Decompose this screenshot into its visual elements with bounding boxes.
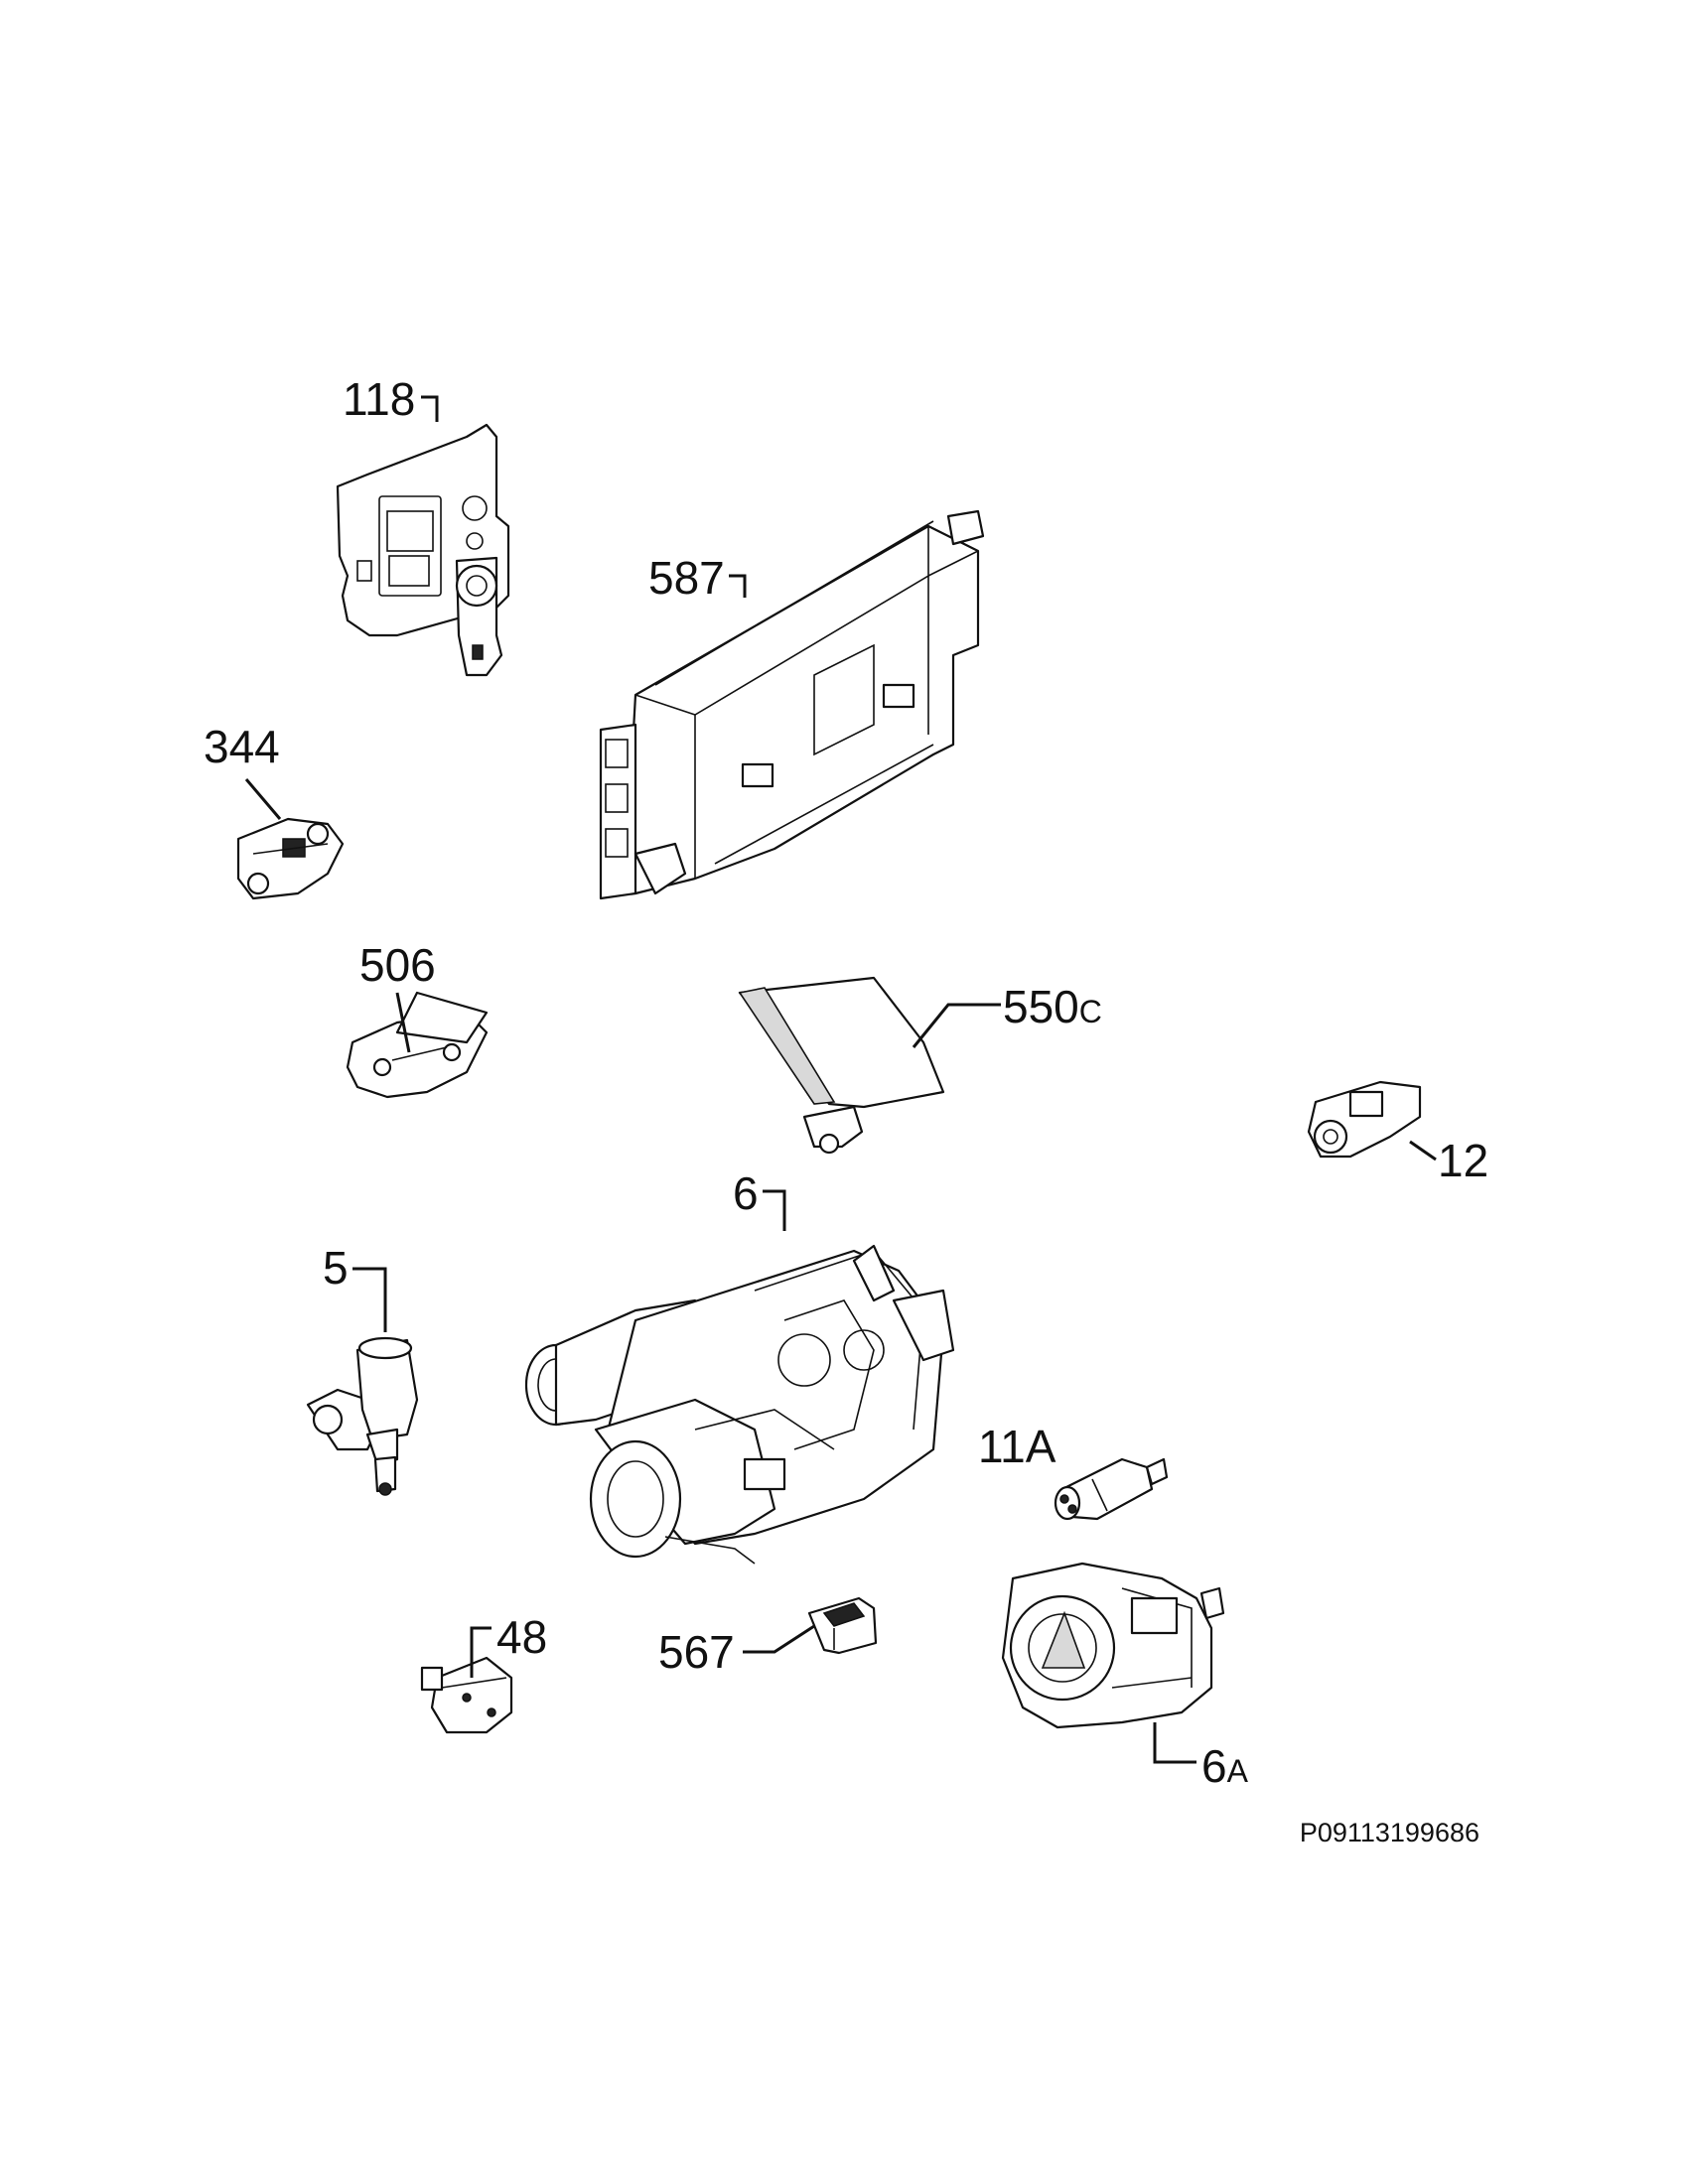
label-587-text: 587 [648,552,725,604]
part-5-valve[interactable] [306,1336,419,1496]
part-6a-drain-pump[interactable] [1001,1562,1225,1729]
part-587-electronic-module[interactable] [599,509,985,900]
label-550c-text: 550C [1003,981,1102,1032]
label-550c: 550C [912,981,1102,1048]
part-118-control-panel[interactable] [336,423,510,677]
label-567: 567 [658,1624,815,1678]
label-11a: 11A [978,1421,1056,1472]
label-587: 587 [648,552,747,604]
label-48: 48 [470,1611,547,1678]
part-344-sensor[interactable] [236,817,345,900]
label-5-text: 5 [323,1242,349,1294]
label-344: 344 [204,721,282,820]
label-6a-text: 6A [1201,1740,1249,1792]
label-506: 506 [359,939,436,1053]
label-6a-main: 6 [1201,1740,1227,1792]
part-506-holder[interactable] [346,991,489,1099]
part-567-block[interactable] [807,1596,878,1655]
label-6a-suffix: A [1227,1753,1249,1789]
label-12: 12 [1409,1135,1488,1186]
label-550c-suffix: C [1079,994,1102,1029]
label-6: 6 [733,1167,786,1231]
part-550c-cover[interactable] [738,976,945,1155]
label-567-text: 567 [658,1626,735,1678]
label-506-text: 506 [359,939,436,991]
label-118: 118 [343,373,439,425]
part-48-switch[interactable] [420,1656,513,1734]
part-12-connector[interactable] [1307,1080,1422,1159]
label-6-text: 6 [733,1167,759,1219]
part-6-circulation-pump[interactable] [524,1244,955,1565]
label-5: 5 [323,1242,387,1332]
label-12-text: 12 [1438,1135,1488,1186]
label-550c-main: 550 [1003,981,1079,1032]
label-48-text: 48 [496,1611,547,1663]
label-11a-text: 11A [978,1421,1056,1472]
label-6a: 6A [1153,1722,1249,1792]
label-118-text: 118 [343,373,415,425]
part-11a-capacitor[interactable] [1054,1457,1169,1521]
reference-code: P09113199686 [1300,1818,1479,1847]
label-344-text: 344 [204,721,280,772]
